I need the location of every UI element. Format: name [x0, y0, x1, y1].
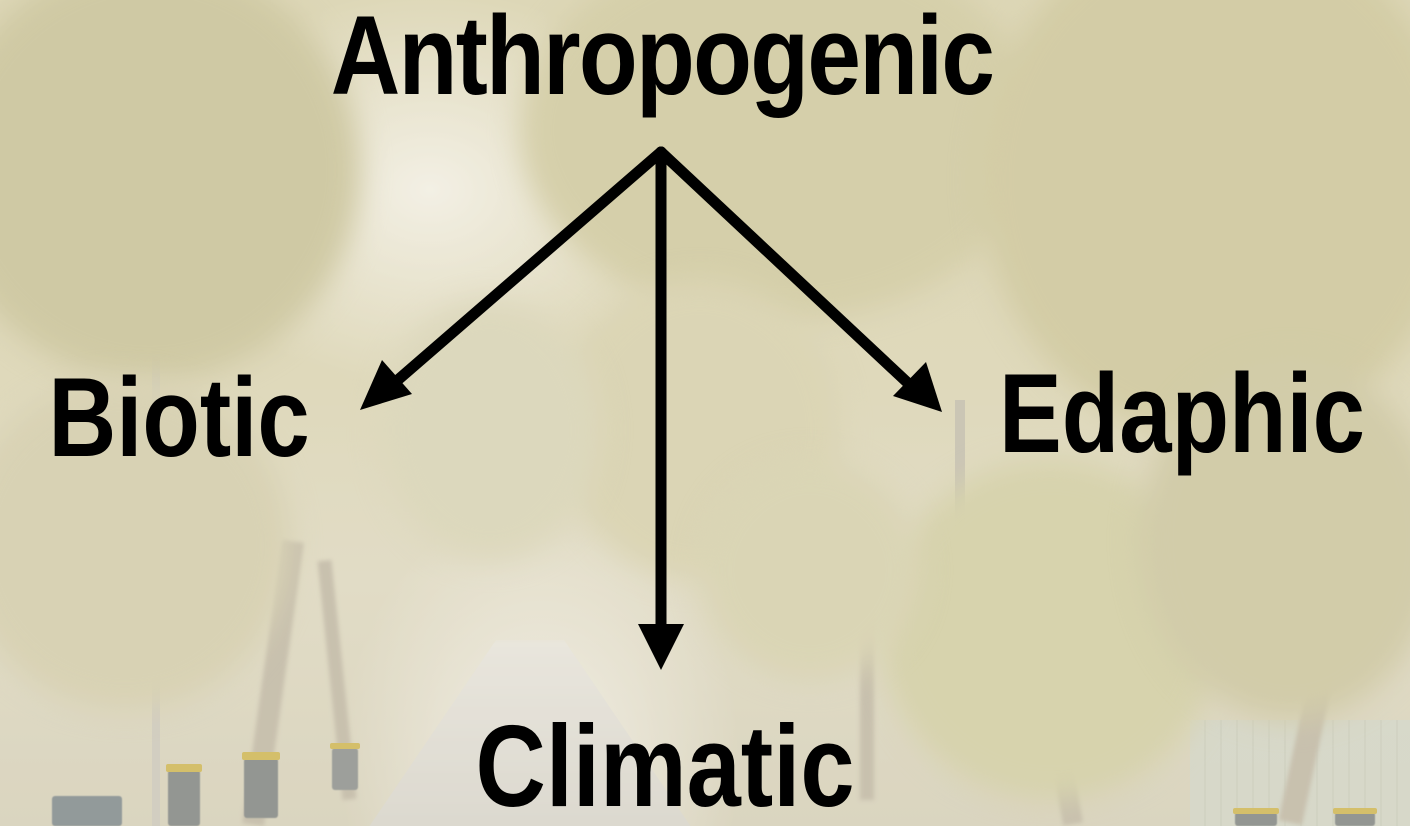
node-biotic: Biotic	[48, 355, 310, 480]
background-bin-lid	[330, 743, 360, 749]
node-climatic: Climatic	[475, 701, 855, 826]
background-canopy	[380, 300, 600, 560]
background-bin-lid	[1333, 808, 1377, 814]
arrow-to-climatic	[638, 146, 684, 670]
background-bin	[1235, 812, 1277, 826]
background-canopy	[0, 0, 360, 380]
arrow-to-edaphic	[655, 146, 942, 412]
background-canopy	[0, 380, 290, 710]
background-canopy	[1140, 360, 1410, 720]
background-bin	[332, 748, 358, 790]
background-bin-lid	[1233, 808, 1279, 814]
background-bin-lid	[166, 764, 202, 772]
node-edaphic: Edaphic	[999, 351, 1365, 476]
arrow-to-biotic	[360, 146, 667, 410]
background-bin	[52, 796, 122, 826]
background-bin	[244, 758, 278, 818]
background-pole	[955, 400, 965, 530]
background-bin	[1335, 812, 1375, 826]
background-bin-lid	[242, 752, 280, 760]
background-bin	[168, 770, 200, 826]
background-canopy	[700, 460, 920, 680]
node-anthropogenic: Anthropogenic	[330, 0, 995, 118]
